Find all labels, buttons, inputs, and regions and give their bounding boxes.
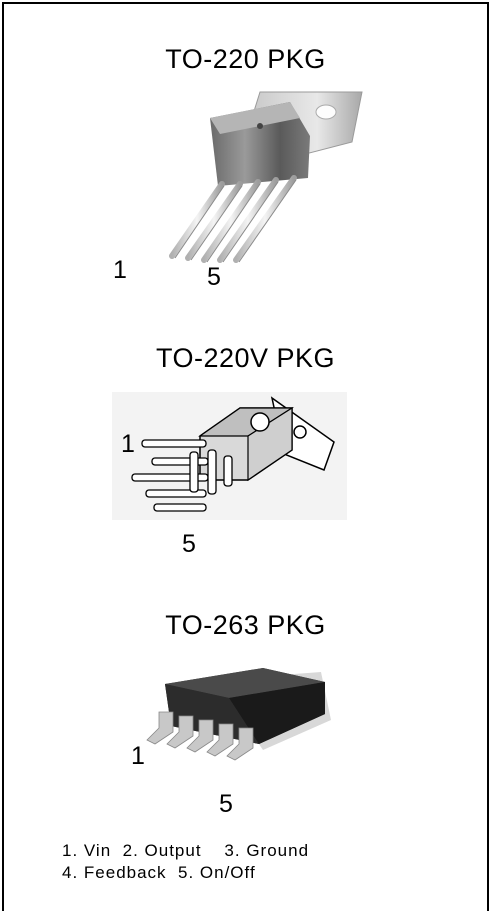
to263-package-image xyxy=(146,668,331,761)
to220-title: TO-220 PKG xyxy=(165,44,326,74)
to220-package-image xyxy=(169,91,363,263)
to220-pin-5-label: 5 xyxy=(207,263,221,291)
to220v-title: TO-220V PKG xyxy=(155,343,336,373)
to220v-pin-5-label: 5 xyxy=(182,530,196,558)
pin-legend-line-1: 1. Vin 2. Output 3. Ground xyxy=(62,841,310,860)
pin-legend-line-2: 4. Feedback 5. On/Off xyxy=(62,863,256,882)
to220v-pin-1-label: 1 xyxy=(121,430,135,458)
to220-pin-1-label: 1 xyxy=(113,256,127,284)
to263-pin-1-label: 1 xyxy=(131,742,145,770)
to220v-package-image xyxy=(112,392,347,520)
to263-title: TO-263 PKG xyxy=(165,610,326,640)
to263-pin-5-label: 5 xyxy=(219,790,233,818)
